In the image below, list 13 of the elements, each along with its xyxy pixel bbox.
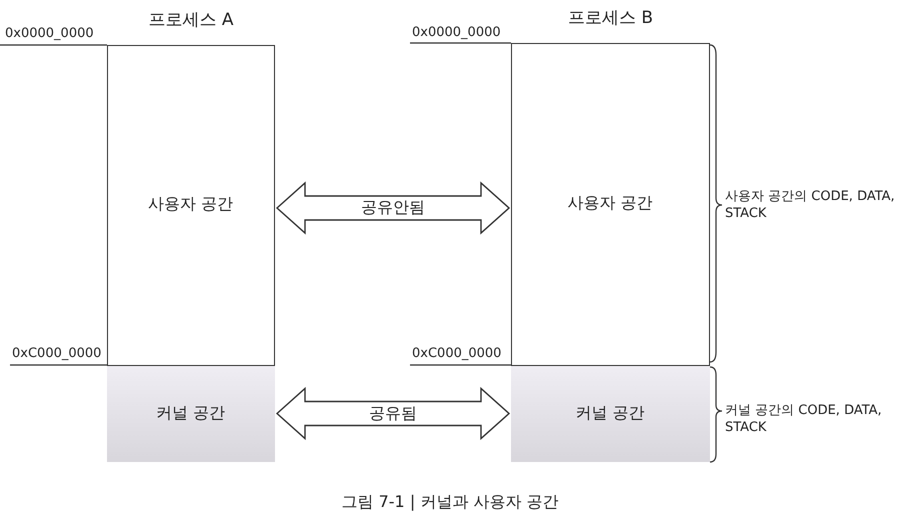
user-space-section: 사용자 공간	[510, 42, 710, 365]
process-heading: 프로세스 A	[147, 9, 235, 31]
kernel-space-section: 커널 공간	[510, 364, 710, 462]
address-label: 0xC000_0000	[12, 346, 102, 361]
address-label: 0x0000_0000	[5, 26, 94, 41]
process-heading: 프로세스 B	[566, 7, 654, 29]
bracket-note: 커널 공간의 CODE, DATA, STACK	[725, 402, 883, 436]
bracket-note: 사용자 공간의 CODE, DATA, STACK	[725, 188, 895, 222]
address-label: 0xC000_0000	[412, 346, 502, 361]
kernel-space-section: 커널 공간	[106, 364, 275, 462]
figure-caption: 그림 7-1 | 커널과 사용자 공간	[340, 492, 560, 513]
address-label: 0x0000_0000	[412, 25, 501, 40]
user-space-section: 사용자 공간	[106, 44, 275, 365]
